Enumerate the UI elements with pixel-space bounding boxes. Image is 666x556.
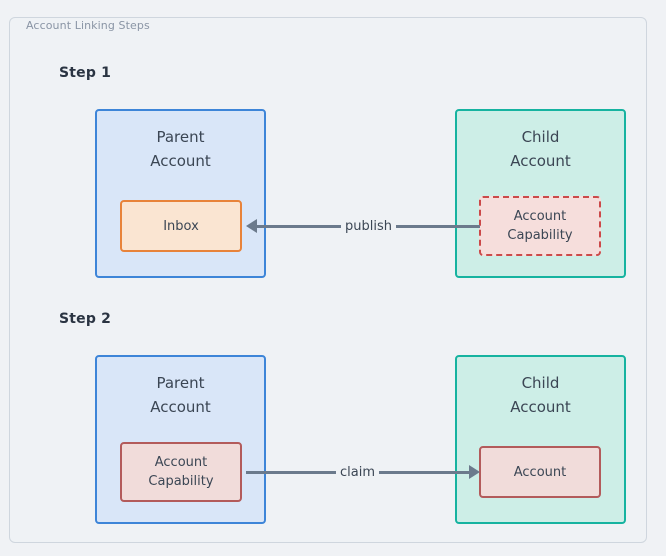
step-1-arrow-label: publish bbox=[341, 218, 396, 234]
step-2-child-account-resource-box[interactable]: Account bbox=[479, 446, 601, 498]
step-2-parent-account-title: Parent Account bbox=[150, 374, 211, 416]
step-2-child-account-box[interactable]: Child Account bbox=[455, 355, 626, 524]
step-2-arrow-label: claim bbox=[336, 464, 380, 480]
arrow-head-left-icon bbox=[246, 219, 257, 233]
step-2-child-account-title: Child Account bbox=[510, 374, 571, 416]
arrow-line bbox=[257, 224, 342, 228]
arrow-line bbox=[379, 470, 470, 474]
arrow-head-right-icon bbox=[469, 465, 481, 479]
step-1-parent-account-box[interactable]: Parent Account bbox=[95, 109, 266, 278]
step-1-child-account-title: Child Account bbox=[510, 128, 571, 170]
step-2-claim-arrow: claim bbox=[246, 460, 481, 484]
step-2-label: Step 2 bbox=[59, 311, 112, 327]
diagram-title: Account Linking Steps bbox=[26, 19, 150, 32]
step-1-publish-arrow: publish bbox=[246, 214, 481, 238]
step-1-parent-account-title: Parent Account bbox=[150, 128, 211, 170]
step-1-child-account-capability-box[interactable]: Account Capability bbox=[479, 196, 601, 256]
diagram-frame: Account Linking Steps Step 1 Parent Acco… bbox=[9, 17, 647, 543]
arrow-line bbox=[396, 224, 481, 228]
arrow-line bbox=[246, 470, 336, 474]
step-2-parent-account-capability-box[interactable]: Account Capability bbox=[120, 442, 242, 502]
step-1-label: Step 1 bbox=[59, 65, 112, 81]
step-1-parent-inbox-box[interactable]: Inbox bbox=[120, 200, 242, 252]
